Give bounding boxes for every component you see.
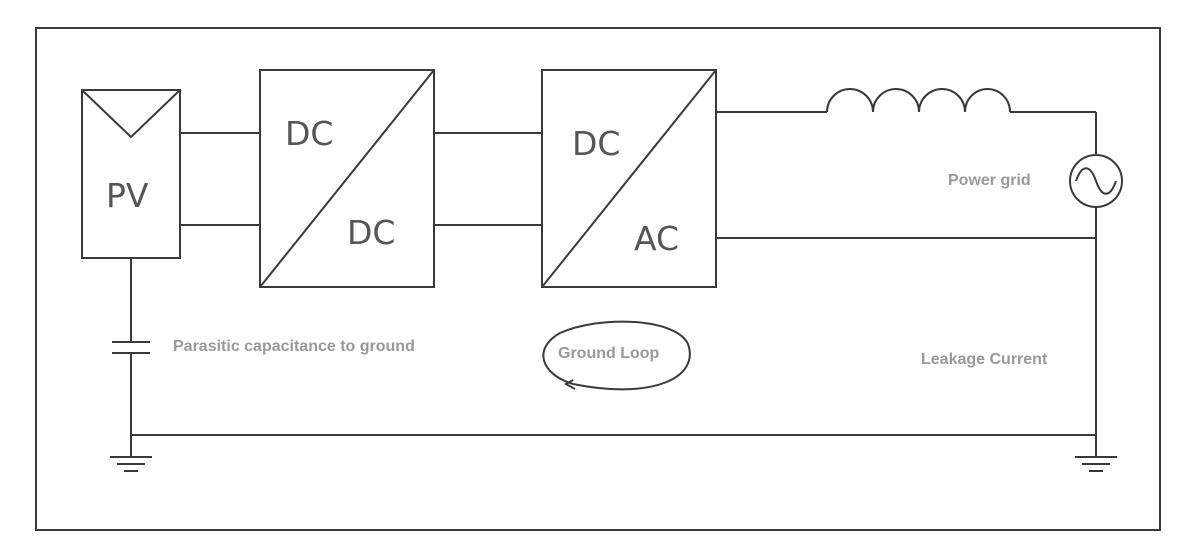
pv-panel-icon (81, 89, 181, 139)
dcdc-divider (259, 69, 435, 288)
dcdc-bottom-label: DC (347, 213, 395, 252)
power-grid-label: Power grid (948, 172, 1031, 189)
dcac-inverter-block: DC AC (541, 69, 717, 288)
dcdc-top-label: DC (285, 114, 333, 153)
ground-loop-indicator: Ground Loop (542, 320, 691, 391)
interconnect-wires (130, 111, 1097, 457)
dcac-bottom-label: AC (634, 219, 679, 258)
ground-icon (1075, 456, 1117, 472)
dcac-top-label: DC (572, 124, 620, 163)
loop-arrow-icon (542, 320, 691, 391)
capacitor-icon (112, 341, 150, 354)
ground-loop-label: Ground Loop (558, 345, 660, 362)
dcac-divider (541, 69, 717, 288)
pv-panel-block: PV (81, 89, 181, 259)
ac-source-icon (1069, 154, 1123, 208)
parasitic-capacitance-label: Parasitic capacitance to ground (173, 338, 415, 355)
ground-icon (110, 456, 152, 472)
dcdc-converter-block: DC DC (259, 69, 435, 288)
pv-label: PV (106, 176, 149, 215)
leakage-current-label: Leakage Current (921, 351, 1048, 368)
inductor-coil (826, 88, 1011, 113)
